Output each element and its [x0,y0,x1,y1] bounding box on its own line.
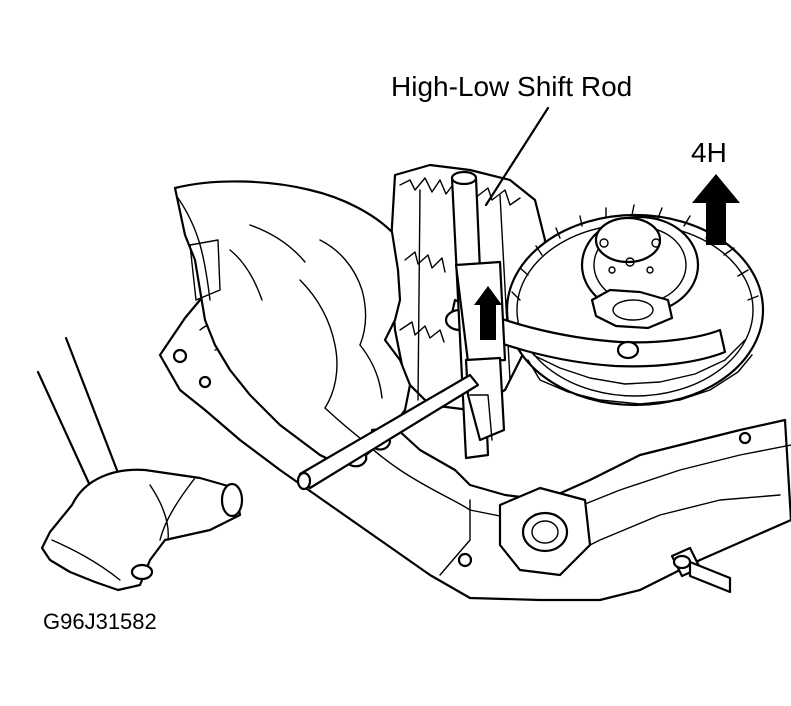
figure-code: G96J31582 [43,609,157,634]
direction-arrow-up-icon [692,174,740,245]
label-leader-line [484,106,550,207]
shift-fork [444,298,727,368]
port-plate [498,486,592,577]
pin-punch [296,373,480,491]
high-low-shift-rod [450,170,507,460]
mode-label-4h: 4H [691,137,727,168]
breather-fitting [670,546,732,594]
hammer [36,336,244,592]
shift-rod-label: High-Low Shift Rod [391,71,633,102]
hand-holding-punch [173,180,412,468]
